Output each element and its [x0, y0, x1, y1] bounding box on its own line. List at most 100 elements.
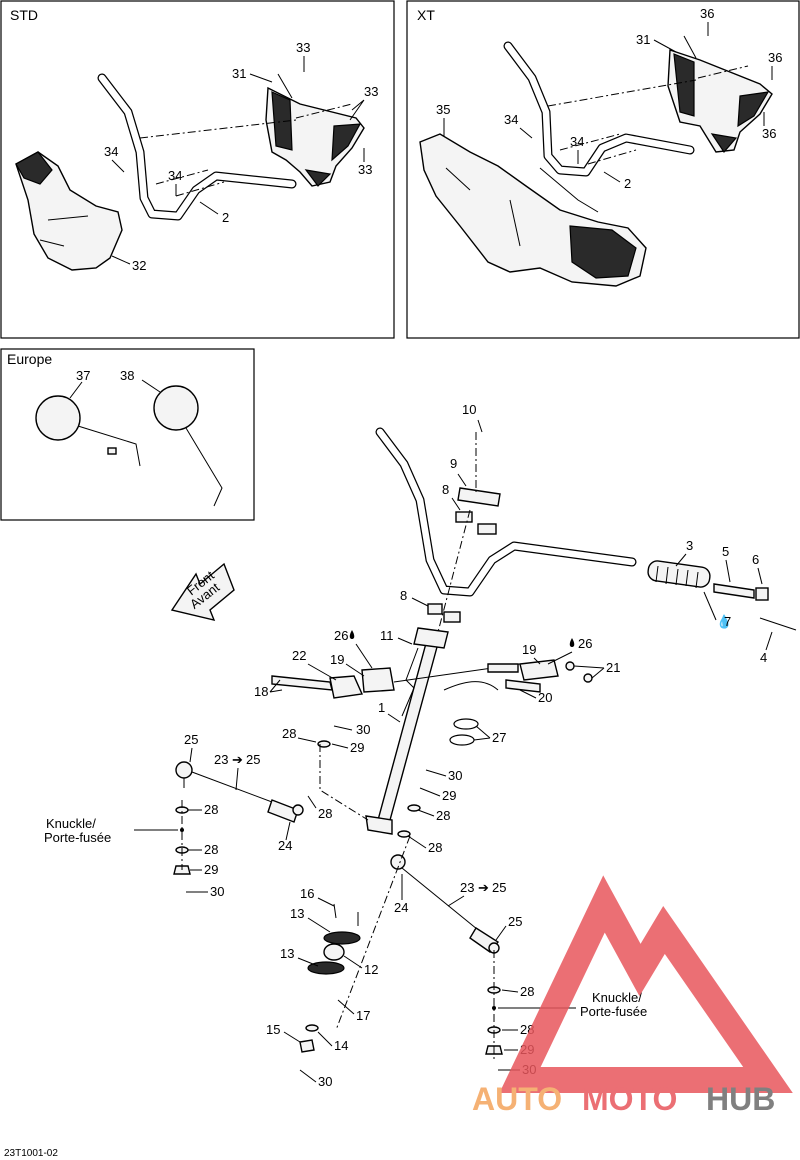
knuckle-label-left: Knuckle/ [46, 816, 96, 831]
callout-24-b: 24 [394, 900, 408, 915]
xt-panel-frame [406, 0, 800, 339]
column-support [271, 659, 593, 699]
oil-drop-7: 💧 [716, 614, 732, 629]
xt-callout-31: 31 [636, 32, 650, 47]
callout-6: 6 [752, 552, 759, 567]
callout-30-c: 30 [210, 884, 224, 899]
callout-29-c: 29 [204, 862, 218, 877]
xt-callout-34-left: 34 [504, 112, 518, 127]
callout-30-a: 30 [356, 722, 370, 737]
xt-panel-title: XT [417, 7, 435, 23]
std-panel-title: STD [10, 7, 38, 23]
watermark-auto: AUTO [472, 1081, 562, 1117]
knuckle-point-left [180, 828, 184, 832]
europe-panel-frame [0, 348, 255, 521]
callout-23-a: 23 [214, 752, 228, 767]
callout-26-right: 26 [578, 636, 592, 651]
callout-25-b: 25 [246, 752, 260, 767]
europe-callout-37: 37 [76, 368, 90, 383]
column-bearing-12 [307, 931, 361, 975]
callout-1: 1 [378, 700, 385, 715]
grease-drop-right-icon [569, 638, 575, 647]
callout-23-b: 23 [460, 880, 474, 895]
callout-28-g: 28 [520, 984, 534, 999]
grip-end-5-6 [713, 583, 797, 631]
callout-4: 4 [760, 650, 767, 665]
std-cover-32 [15, 151, 123, 271]
clamp-upper [455, 487, 501, 535]
std-handlebar [97, 73, 297, 221]
callout-19-right: 19 [522, 642, 536, 657]
std-cover-31 [265, 73, 365, 187]
watermark-hub: HUB [706, 1081, 775, 1117]
xt-callout-36-right: 36 [768, 50, 782, 65]
xt-handlebar [503, 41, 695, 177]
callout-28-e: 28 [204, 842, 218, 857]
callout-11: 11 [380, 628, 394, 643]
europe-callout-38: 38 [120, 368, 134, 383]
callout-5: 5 [722, 544, 729, 559]
callout-26-left: 26 [334, 628, 348, 643]
std-callout-34-left: 34 [104, 144, 118, 159]
callout-21: 21 [606, 660, 620, 675]
callout-13-a: 13 [290, 906, 304, 921]
callout-29-b: 29 [442, 788, 456, 803]
callout-17: 17 [356, 1008, 370, 1023]
callout-24-a: 24 [278, 838, 292, 853]
europe-panel-title: Europe [7, 351, 52, 367]
grease-drop-left-icon [349, 630, 355, 639]
callout-29-a: 29 [350, 740, 364, 755]
mirror-38 [141, 379, 223, 507]
xt-callout-2: 2 [624, 176, 631, 191]
arrow-23-to-25-b: ➔ [478, 880, 489, 895]
tie-rod-left [175, 761, 304, 823]
callout-28-c: 28 [204, 802, 218, 817]
main-handlebar [375, 427, 637, 597]
callout-30-d: 30 [318, 1074, 332, 1089]
callout-27: 27 [492, 730, 506, 745]
knuckle-label-right: Knuckle/ [592, 990, 642, 1005]
std-callout-32: 32 [132, 258, 146, 273]
callout-28-d: 28 [318, 806, 332, 821]
xt-callout-36-bottom: 36 [762, 126, 776, 141]
callout-10: 10 [462, 402, 476, 417]
callout-7: 7 [724, 614, 731, 629]
xt-callout-34-mid: 34 [570, 134, 584, 149]
callout-28-a: 28 [282, 726, 296, 741]
arrow-23-to-25-a: ➔ [232, 752, 243, 767]
xt-callout-35: 35 [436, 102, 450, 117]
steering-column-1 [365, 627, 449, 835]
knuckle-point-right [492, 1006, 496, 1010]
callout-8-lower: 8 [400, 588, 407, 603]
callout-18: 18 [254, 684, 268, 699]
callout-30-b: 30 [448, 768, 462, 783]
xt-callout-36-top: 36 [700, 6, 714, 21]
callout-22: 22 [292, 648, 306, 663]
callout-25-a: 25 [184, 732, 198, 747]
std-callout-2: 2 [222, 210, 229, 225]
callout-25-d: 25 [508, 914, 522, 929]
callout-15: 15 [266, 1022, 280, 1037]
watermark-moto: MOTO [582, 1081, 677, 1117]
callout-28-f: 28 [428, 840, 442, 855]
porte-fusee-label-left: Porte-fusée [44, 830, 111, 845]
callout-28-b: 28 [436, 808, 450, 823]
callout-19-left: 19 [330, 652, 344, 667]
o-ring-27-a [453, 718, 479, 730]
mirror-37 [35, 381, 141, 467]
std-callout-33-right: 33 [364, 84, 378, 99]
callout-12: 12 [364, 962, 378, 977]
watermark-logo: AUTO MOTO HUB [472, 875, 793, 1117]
tie-rod-right [390, 854, 500, 954]
std-panel-frame [0, 0, 395, 339]
clamp-lower [427, 603, 461, 623]
xt-assembly-lines [547, 65, 749, 165]
callout-16: 16 [300, 886, 314, 901]
xt-cover-31 [667, 35, 773, 153]
drawing-code: 23T1001-02 [4, 1148, 58, 1159]
std-callout-34-mid: 34 [168, 168, 182, 183]
o-ring-27-b [449, 734, 475, 746]
callout-14: 14 [334, 1038, 348, 1053]
porte-fusee-label-right: Porte-fusée [580, 1004, 647, 1019]
